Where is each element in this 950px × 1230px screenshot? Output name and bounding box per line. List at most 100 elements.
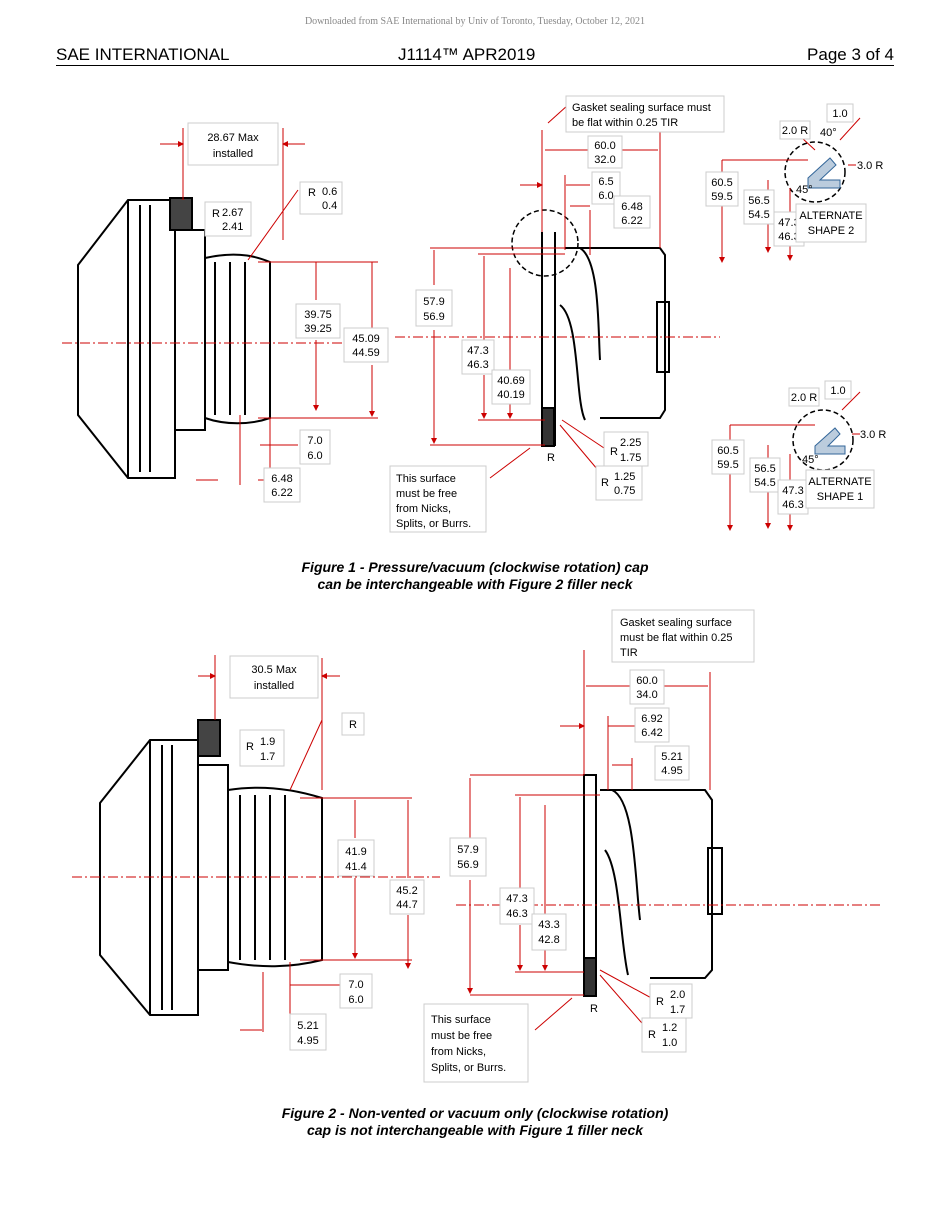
header-org: SAE INTERNATIONAL: [56, 45, 230, 64]
svg-text:40°: 40°: [820, 127, 837, 139]
header-doc-id: J1114™ APR2019: [398, 45, 536, 64]
svg-text:59.5: 59.5: [717, 459, 738, 471]
svg-text:6.22: 6.22: [621, 215, 642, 227]
svg-text:must be free: must be free: [396, 488, 457, 500]
fig1-max-installed-line1: 28.67 Max: [207, 132, 259, 144]
fig2-max-installed-line1: 30.5 Max: [251, 664, 297, 676]
svg-text:4.95: 4.95: [661, 765, 682, 777]
svg-text:2.25: 2.25: [620, 437, 641, 449]
svg-text:40.69: 40.69: [497, 375, 525, 387]
svg-text:32.0: 32.0: [594, 154, 615, 166]
svg-text:47.3: 47.3: [782, 485, 803, 497]
svg-text:56.5: 56.5: [748, 195, 769, 207]
svg-text:39.75: 39.75: [304, 309, 332, 321]
svg-text:6.48: 6.48: [621, 201, 642, 213]
svg-text:1.2: 1.2: [662, 1022, 677, 1034]
svg-text:6.48: 6.48: [271, 473, 292, 485]
svg-text:40.19: 40.19: [497, 389, 525, 401]
svg-text:6.0: 6.0: [307, 450, 322, 462]
fig1-alternate-shape-1: 1.0 2.0 R 3.0 R 45° 60.5 59.5 56.5 54.5 …: [711, 380, 886, 531]
svg-text:R: R: [590, 1003, 598, 1015]
svg-text:1.0: 1.0: [832, 108, 847, 120]
svg-text:54.5: 54.5: [754, 477, 775, 489]
fig1-gasket-note-line1: Gasket sealing surface must: [572, 102, 711, 114]
svg-text:0.75: 0.75: [614, 485, 635, 497]
fig1-detail-circle: [511, 209, 579, 277]
svg-text:1.0: 1.0: [662, 1037, 677, 1049]
fig1-center-dim-lines: [430, 104, 661, 483]
fig1-left-dim-lines: [160, 128, 378, 485]
fig1-max-installed-line2: installed: [213, 148, 253, 160]
svg-text:2.0 R: 2.0 R: [782, 125, 808, 137]
svg-text:46.3: 46.3: [782, 499, 803, 511]
figure-2-caption: Figure 2 - Non-vented or vacuum only (cl…: [281, 1105, 669, 1138]
svg-text:ALTERNATE: ALTERNATE: [808, 476, 871, 488]
svg-text:44.59: 44.59: [352, 347, 380, 359]
svg-text:1.7: 1.7: [670, 1004, 685, 1016]
fig1-neck-section: [541, 232, 670, 447]
svg-text:SHAPE 1: SHAPE 1: [817, 491, 863, 503]
svg-text:R: R: [246, 741, 254, 753]
svg-text:6.92: 6.92: [641, 713, 662, 725]
figure-1-caption: Figure 1 - Pressure/vacuum (clockwise ro…: [301, 559, 649, 592]
svg-text:7.0: 7.0: [307, 435, 322, 447]
fig1-cap-body: [77, 197, 271, 479]
svg-text:SHAPE 2: SHAPE 2: [808, 225, 854, 237]
fig1-surface-note-line1: This surface: [396, 473, 456, 485]
svg-text:45.09: 45.09: [352, 333, 380, 345]
svg-text:from Nicks,: from Nicks,: [431, 1046, 486, 1058]
svg-text:Splits, or Burrs.: Splits, or Burrs.: [396, 518, 471, 530]
svg-text:4.95: 4.95: [297, 1035, 318, 1047]
svg-text:1.7: 1.7: [260, 751, 275, 763]
figure-2-drawing: 30.5 Max installed R 1.9 1.7 R 41.9 41.4…: [72, 609, 880, 1083]
svg-text:60.5: 60.5: [711, 177, 732, 189]
fig1-r06-lower: 0.4: [322, 200, 337, 212]
svg-text:47.3: 47.3: [506, 893, 527, 905]
svg-text:41.4: 41.4: [345, 861, 366, 873]
svg-text:44.7: 44.7: [396, 899, 417, 911]
svg-text:from Nicks,: from Nicks,: [396, 503, 451, 515]
svg-text:6.0: 6.0: [598, 190, 613, 202]
svg-text:3.0 R: 3.0 R: [860, 429, 886, 441]
svg-text:57.9: 57.9: [457, 844, 478, 856]
svg-text:45°: 45°: [796, 184, 813, 196]
fig2-center-dim-lines: [467, 650, 711, 1031]
svg-text:R: R: [656, 996, 664, 1008]
fig2-gasket-note-line1: Gasket sealing surface: [620, 617, 732, 629]
svg-text:Splits, or Burrs.: Splits, or Burrs.: [431, 1062, 506, 1074]
svg-text:57.9: 57.9: [423, 296, 444, 308]
svg-text:45.2: 45.2: [396, 885, 417, 897]
svg-text:54.5: 54.5: [748, 209, 769, 221]
svg-text:46.3: 46.3: [467, 359, 488, 371]
svg-text:3.0 R: 3.0 R: [857, 160, 883, 172]
svg-text:1.25: 1.25: [614, 471, 635, 483]
fig2-surface-note-line1: This surface: [431, 1014, 491, 1026]
svg-text:47.3: 47.3: [778, 217, 799, 229]
svg-text:R: R: [610, 446, 618, 458]
fig1-alternate-shape-2: 1.0 2.0 R 40° 3.0 R 45° 60.5 59.5 56.5 5…: [705, 103, 883, 263]
fig1-r267-upper: 2.67: [222, 207, 243, 219]
svg-text:41.9: 41.9: [345, 846, 366, 858]
svg-text:R: R: [349, 719, 357, 731]
download-note: Downloaded from SAE International by Uni…: [304, 16, 646, 27]
svg-text:34.0: 34.0: [636, 689, 657, 701]
header-page: Page 3 of 4: [807, 45, 894, 64]
svg-text:45°: 45°: [802, 454, 819, 466]
svg-text:6.5: 6.5: [598, 176, 613, 188]
fig2-cap-body: [99, 719, 323, 1016]
svg-text:46.3: 46.3: [506, 908, 527, 920]
svg-text:56.5: 56.5: [754, 463, 775, 475]
svg-text:47.3: 47.3: [467, 345, 488, 357]
svg-text:56.9: 56.9: [423, 311, 444, 323]
svg-text:R: R: [547, 452, 555, 464]
svg-text:TIR: TIR: [620, 647, 638, 659]
svg-text:must be free: must be free: [431, 1030, 492, 1042]
svg-text:5.21: 5.21: [661, 751, 682, 763]
svg-text:ALTERNATE: ALTERNATE: [799, 210, 862, 222]
svg-text:6.42: 6.42: [641, 727, 662, 739]
svg-text:R: R: [308, 187, 316, 199]
fig2-left-dim-lines: [198, 655, 412, 1032]
svg-text:1.0: 1.0: [830, 385, 845, 397]
svg-text:R: R: [601, 477, 609, 489]
svg-text:60.0: 60.0: [636, 675, 657, 687]
